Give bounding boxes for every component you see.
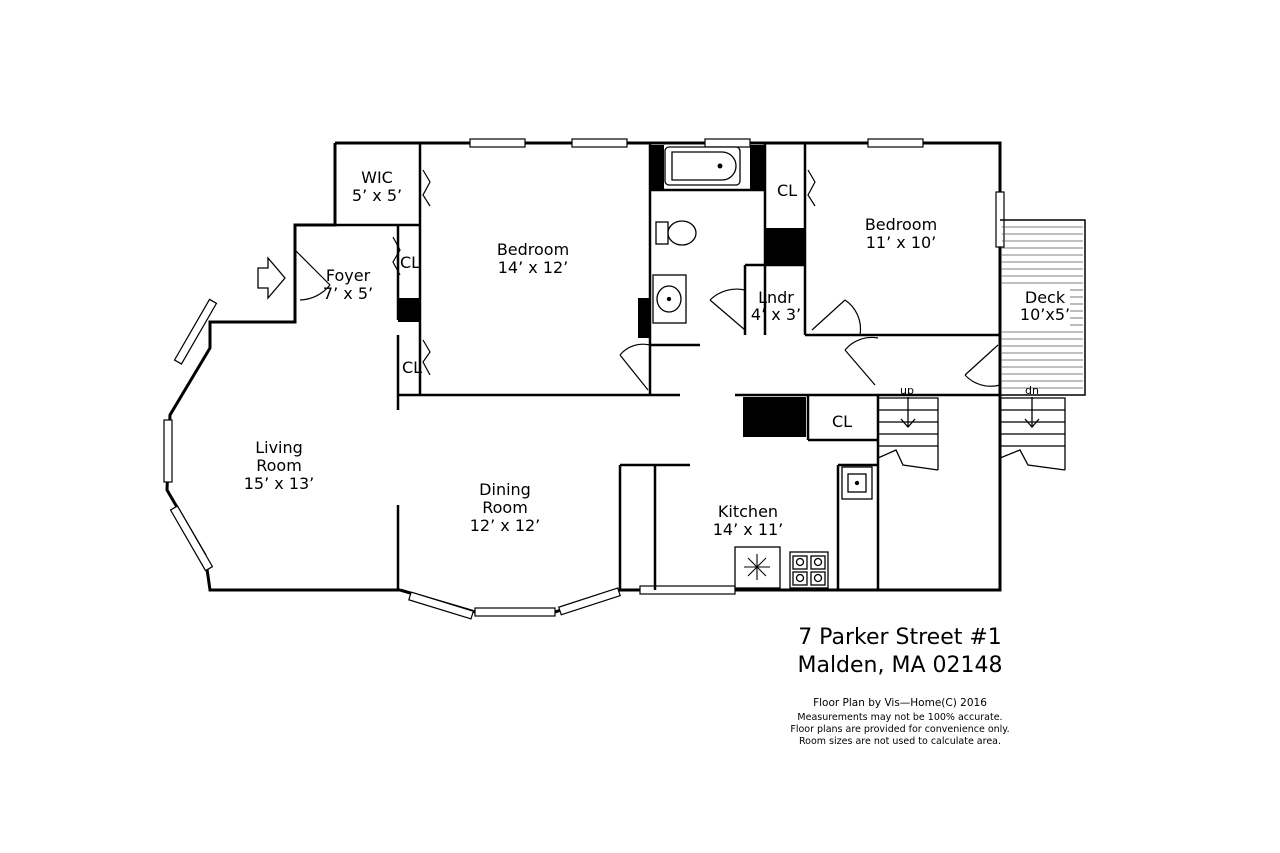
deck-size: 10’x5’ [1020, 305, 1070, 324]
living-name-2: Room [256, 456, 302, 475]
disclaimer-line-3: Room sizes are not used to calculate are… [798, 736, 1002, 747]
bedroom1-name: Bedroom [497, 240, 569, 259]
interior-walls [335, 141, 1002, 590]
deck-area [1000, 219, 1086, 396]
foyer-name: Foyer [326, 266, 371, 285]
solid-blocks [398, 145, 806, 437]
address-line-1: 7 Parker Street #1 [798, 625, 1002, 650]
laundry-size: 4’ x 3’ [751, 305, 801, 324]
disclaimer-line-2: Floor plans are provided for convenience… [790, 724, 1010, 735]
room-labels: WIC 5’ x 5’ Foyer 7’ x 5’ Bedroom 14’ x … [244, 168, 1070, 539]
wic-name: WIC [361, 168, 393, 187]
closet-label-hall: CL [832, 412, 852, 431]
doors [294, 169, 1001, 391]
living-name: Living [255, 438, 303, 457]
windows [163, 138, 1005, 620]
stairs-up-label: up [900, 384, 914, 397]
foyer-size: 7’ x 5’ [323, 284, 373, 303]
bathroom-fixtures [652, 146, 741, 324]
laundry-name: Lndr [758, 288, 794, 307]
bedroom2-name: Bedroom [865, 215, 937, 234]
stairs-down-label: dn [1025, 384, 1039, 397]
kitchen-name: Kitchen [718, 502, 778, 521]
address-line-2: Malden, MA 02148 [797, 653, 1003, 678]
closet-label-foyer: CL [400, 253, 420, 272]
dining-size: 12’ x 12’ [470, 516, 541, 535]
disclaimer-line-1: Measurements may not be 100% accurate. [797, 712, 1003, 723]
dining-name-2: Room [482, 498, 528, 517]
disclaimer: Floor Plan by Vis—Home(C) 2016 Measureme… [760, 697, 1040, 748]
disclaimer-credit: Floor Plan by Vis—Home(C) 2016 [813, 697, 987, 709]
toilet-icon [655, 221, 669, 245]
bedroom2-size: 11’ x 10’ [866, 233, 937, 252]
stairs [877, 397, 1066, 471]
exterior-walls [165, 141, 1002, 614]
kitchen-size: 14’ x 11’ [713, 520, 784, 539]
entry-arrow-icon [257, 256, 286, 300]
kitchen-fixtures [734, 466, 873, 589]
deck-name: Deck [1025, 288, 1066, 307]
bedroom1-size: 14’ x 12’ [498, 258, 569, 277]
closet-label-living: CL [402, 358, 422, 377]
wic-size: 5’ x 5’ [352, 186, 402, 205]
closet-label-bedroom2: CL [777, 181, 797, 200]
dining-name: Dining [479, 480, 531, 499]
property-address: 7 Parker Street #1 Malden, MA 02148 [760, 624, 1040, 680]
living-size: 15’ x 13’ [244, 474, 315, 493]
